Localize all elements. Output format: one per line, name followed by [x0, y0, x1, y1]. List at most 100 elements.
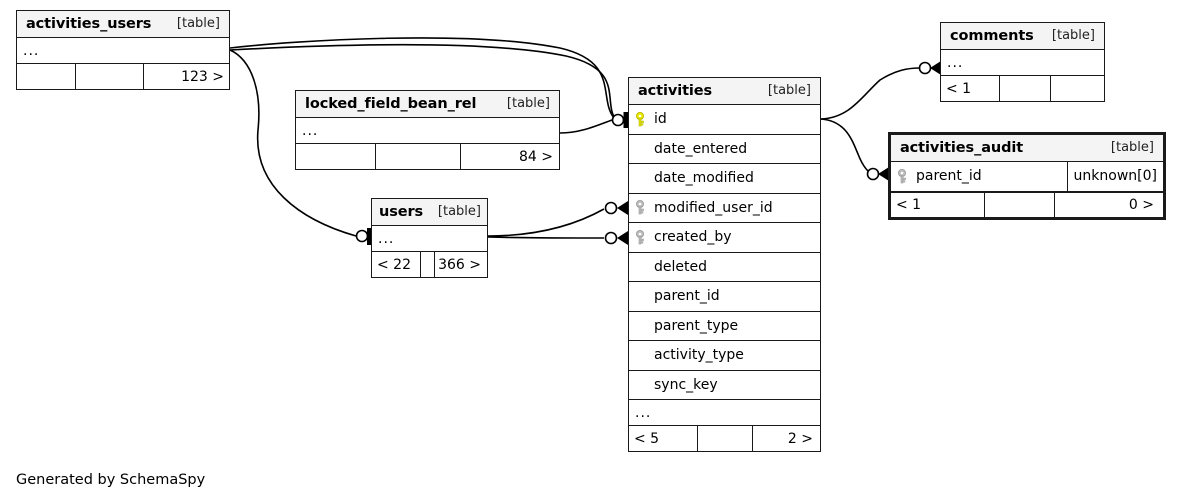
footer-incoming-count: < 1	[896, 196, 922, 213]
column-name-cell: parent_id	[629, 288, 820, 304]
table-comments[interactable]: comments [table] ... < 1	[940, 22, 1105, 102]
column-name-cell: date_modified	[629, 170, 820, 186]
column-label: parent_id	[916, 168, 982, 185]
cardinality-zero-circle-created_by	[604, 231, 618, 245]
table-activities[interactable]: activities [table] id date_entered	[628, 77, 821, 452]
cardinality-zero-circle-activities_audit	[866, 167, 880, 181]
edge-users-activities-created_by	[487, 236, 605, 239]
edge-activities-activities_audit	[820, 118, 877, 177]
column-label: modified_user_id	[654, 199, 773, 216]
table-footer-locked_field_bean_rel: 84 >	[296, 144, 559, 169]
table-activities_audit[interactable]: activities_audit [table] parent_id unkno…	[888, 132, 1166, 220]
cardinality-zero-circle-users	[355, 229, 369, 243]
column-label: date_modified	[654, 170, 754, 187]
columns-ellipsis: ...	[941, 50, 1104, 76]
edge-users-activities-modified_user_id	[487, 208, 605, 237]
columns-ellipsis: ...	[372, 226, 487, 252]
footer-middle	[984, 192, 1054, 217]
table-title: activities	[638, 82, 713, 99]
footer-incoming-count	[17, 64, 75, 89]
column-label: deleted	[654, 258, 707, 275]
footer-outgoing-count: 366 >	[434, 252, 486, 277]
primary-key-icon	[636, 111, 644, 127]
table-header-activities: activities [table]	[629, 78, 820, 105]
crowsfoot-created_by	[617, 231, 628, 245]
foreign-key-icon	[898, 168, 906, 184]
diagram-caption: Generated by SchemaSpy	[16, 472, 206, 488]
footer-middle	[999, 76, 1050, 101]
table-footer-activities_users: 123 >	[17, 64, 229, 89]
column-row-created_by[interactable]: created_by	[629, 223, 820, 253]
footer-outgoing-count: 84 >	[460, 144, 558, 169]
footer-incoming-count: < 22	[377, 256, 411, 273]
column-name-cell: parent_type	[629, 318, 820, 334]
footer-middle	[75, 64, 143, 89]
table-footer-activities: < 5 2 >	[629, 426, 820, 451]
footer-middle	[375, 144, 460, 169]
column-label: parent_id	[654, 288, 720, 305]
column-name-cell: created_by	[629, 229, 820, 245]
column-name-cell: date_entered	[629, 141, 820, 157]
footer-outgoing-count: 2 >	[752, 426, 818, 451]
table-locked_field_bean_rel[interactable]: locked_field_bean_rel [table] ... 84 >	[295, 90, 560, 170]
table-activities_users[interactable]: activities_users [table] ... 123 >	[16, 10, 230, 90]
column-name-cell: sync_key	[629, 377, 820, 393]
table-header-activities_users: activities_users [table]	[17, 11, 229, 38]
column-row-parent_type[interactable]: parent_type	[629, 311, 820, 341]
column-row-parent_id[interactable]: parent_id unknown[0]	[891, 162, 1163, 192]
columns-ellipsis: ...	[296, 118, 559, 144]
foreign-key-icon	[636, 200, 644, 215]
footer-incoming-count	[296, 144, 375, 169]
column-row-parent_id[interactable]: parent_id	[629, 282, 820, 312]
edge-locked_field_bean_rel-activities	[559, 119, 613, 134]
column-label: date_entered	[654, 140, 748, 157]
table-header-locked_field_bean_rel: locked_field_bean_rel [table]	[296, 91, 559, 118]
table-type-tag: [table]	[437, 204, 481, 219]
column-label: id	[654, 111, 667, 128]
footer-outgoing-count: 123 >	[143, 64, 229, 89]
column-row-activity_type[interactable]: activity_type	[629, 341, 820, 371]
table-footer-comments: < 1	[941, 76, 1104, 101]
column-label: created_by	[654, 229, 732, 246]
column-label: sync_key	[654, 376, 718, 393]
table-title: activities_audit	[900, 139, 1024, 156]
column-name-cell: id	[629, 111, 820, 127]
column-type: unknown[0]	[1066, 162, 1163, 191]
column-label: activity_type	[654, 347, 744, 364]
column-name-cell: parent_id	[891, 168, 1067, 184]
table-type-tag: [table]	[176, 16, 220, 31]
table-type-tag: [table]	[767, 83, 811, 98]
table-title: activities_users	[26, 15, 152, 32]
table-title: locked_field_bean_rel	[305, 95, 477, 112]
column-row-date_modified[interactable]: date_modified	[629, 164, 820, 194]
table-type-tag: [table]	[1110, 140, 1154, 155]
cardinality-zero-circle-modified_user_id	[604, 201, 618, 215]
table-users[interactable]: users [table] ... < 22 366 >	[371, 198, 488, 278]
column-row-date_entered[interactable]: date_entered	[629, 134, 820, 164]
column-name-cell: deleted	[629, 259, 820, 275]
footer-middle	[420, 252, 434, 277]
footer-incoming-count: < 5	[634, 430, 660, 447]
column-label: parent_type	[654, 317, 739, 334]
table-header-comments: comments [table]	[941, 23, 1104, 50]
table-title: users	[379, 203, 424, 220]
table-header-users: users [table]	[372, 199, 487, 226]
table-title: comments	[950, 27, 1034, 44]
footer-outgoing-count: 0 >	[1054, 192, 1159, 217]
column-name-cell: activity_type	[629, 347, 820, 363]
cardinality-zero-circle-comments	[918, 61, 932, 75]
column-row-modified_user_id[interactable]: modified_user_id	[629, 193, 820, 223]
column-row-sync_key[interactable]: sync_key	[629, 370, 820, 400]
table-footer-activities_audit: < 1 0 >	[891, 191, 1163, 217]
footer-middle	[697, 426, 752, 451]
foreign-key-icon	[636, 229, 644, 245]
column-row-id[interactable]: id	[629, 105, 820, 135]
column-name-cell: modified_user_id	[629, 200, 820, 216]
footer-outgoing-count	[1050, 76, 1101, 101]
columns-ellipsis: ...	[17, 38, 229, 64]
table-type-tag: [table]	[1051, 28, 1095, 43]
column-row-deleted[interactable]: deleted	[629, 252, 820, 282]
footer-incoming-count: < 1	[946, 80, 972, 97]
columns-ellipsis: ...	[629, 400, 820, 426]
